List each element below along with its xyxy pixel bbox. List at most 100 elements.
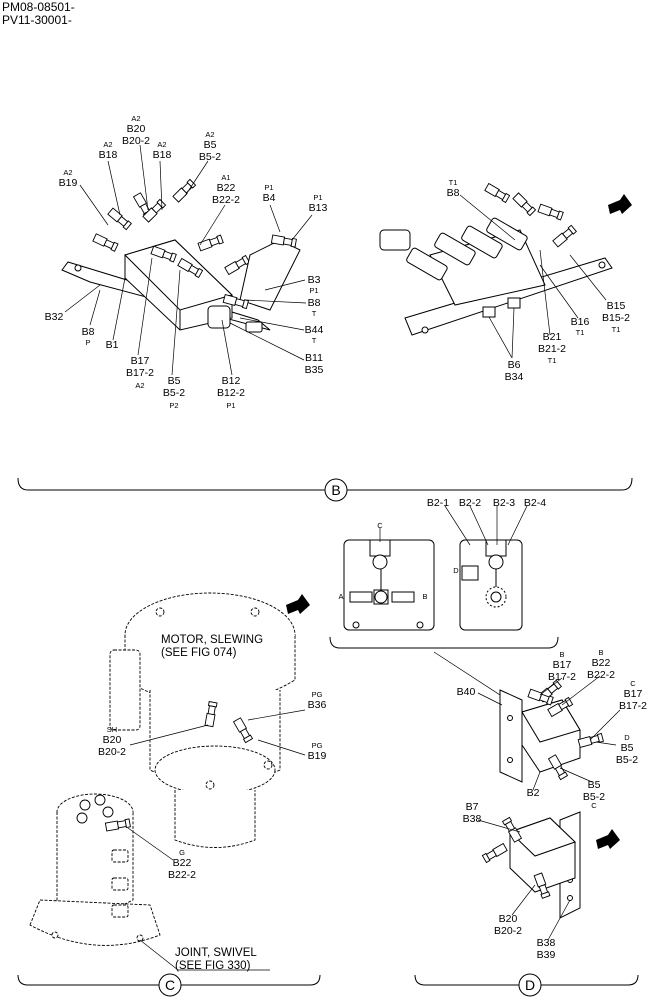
callout-b5-line: P2 [169, 401, 178, 410]
callout-b22-line: B22 [592, 657, 611, 669]
callout-b19-line: A2 [63, 168, 72, 177]
view-b-direction-arrow-icon [608, 194, 632, 214]
callout-b22-line: B22 [173, 857, 192, 869]
callout-b15-line: B15 [607, 300, 626, 312]
callout-b17-line: B [559, 650, 564, 659]
callout-b7-line: B7 [466, 801, 479, 813]
callout-b5-line: B5 [621, 742, 634, 754]
callout-b21-line: B21 [543, 331, 562, 343]
view-b-valve-assembly-right [379, 183, 613, 336]
callout-b5-line: B5 [588, 779, 601, 791]
callout-b44-line: T [312, 336, 317, 345]
view-c-swivel-joint [29, 793, 161, 946]
callout-b3-line: B3 [308, 274, 321, 286]
callout-b16-line: B16 [571, 316, 590, 328]
callout-b3-line: P1 [309, 286, 318, 295]
callout-b21-line: B21-2 [538, 343, 566, 355]
callout-b5-line: B5 [204, 139, 217, 151]
callout-b17-line: B17-2 [619, 700, 647, 712]
callout-b20-line: B20-2 [98, 746, 126, 758]
callout-b19-line: PG [312, 741, 323, 750]
port-label-a: A [338, 592, 343, 601]
detail-leader-lines [379, 505, 528, 546]
view-b-valve-assembly-left [61, 178, 301, 333]
callout-b18-line: A2 [103, 140, 112, 149]
callout-b12-line: B12 [222, 375, 241, 387]
callout-b2-3: B2-3 [493, 497, 515, 509]
port-label-b: B [422, 592, 427, 601]
callout-b2-4: B2-4 [524, 497, 546, 509]
callout-motor-slewing: MOTOR, SLEWING(SEE FIG 074) [161, 634, 263, 659]
callout-b11-line: B11 [305, 352, 323, 364]
callout-b5-line: B5-2 [163, 387, 185, 399]
callout-b22-line: G [179, 848, 185, 857]
callout-joint-line: (SEE FIG 330) [175, 960, 251, 972]
callout-b44-line: B44 [305, 324, 324, 336]
callout-b13-line: B13 [309, 202, 328, 214]
callout-b8-line: T [312, 309, 317, 318]
callout-b8-line: B8 [447, 187, 460, 199]
callout-b17-line: B17 [553, 659, 572, 671]
port-label-c: C [377, 521, 383, 530]
callout-b6-line: B6 [508, 359, 521, 371]
callout-b22-line: A1 [221, 173, 230, 182]
callout-b2-2: B2-2 [459, 497, 481, 509]
callout-b18-line: A2 [157, 140, 166, 149]
callout-b11-line: B35 [305, 364, 324, 376]
callout-b5-line: D [624, 733, 630, 742]
detail-block-section-left [343, 539, 435, 631]
callout-b6-line: B34 [505, 371, 524, 383]
callout-b12-line: P1 [226, 401, 235, 410]
callout-b2-1: B2-1 [427, 497, 449, 509]
callout-b19-line: B19 [308, 750, 327, 762]
callout-b32: B32 [45, 311, 64, 323]
callout-b5-line: B5-2 [616, 754, 638, 766]
callout-b4-line: B4 [263, 192, 276, 204]
callout-b38-line: B39 [537, 949, 556, 961]
callout-b17-line: B17 [131, 355, 150, 367]
callout-b1-line: B1 [106, 339, 119, 351]
callout-b20-line: B20 [127, 123, 146, 135]
callout-b17-line: B17-2 [548, 671, 576, 683]
detail-callouts: B2-1 B2-2 B2-3 B2-4 C A B D [338, 497, 546, 601]
view-d-direction-arrow-icon [596, 829, 620, 849]
detail-block-section-right [459, 539, 523, 631]
callout-b22-line: B [598, 648, 603, 657]
view-d-upper-assembly [499, 679, 604, 783]
callout-b8-line: B8 [308, 297, 321, 309]
callout-b36-line: PG [312, 690, 323, 699]
port-label-c-d: C [591, 801, 597, 810]
view-d-marker: D [525, 977, 535, 993]
view-c-swivel-top-ports [76, 794, 131, 832]
callout-b20-line: B20-2 [494, 925, 522, 937]
callout-b22-line: B22-2 [212, 194, 240, 206]
callout-b17-line: B17-2 [126, 367, 154, 379]
callout-b38-line: B38 [537, 937, 556, 949]
callout-b8-line: B8 [82, 326, 95, 338]
callout-b36-line: B36 [308, 699, 327, 711]
